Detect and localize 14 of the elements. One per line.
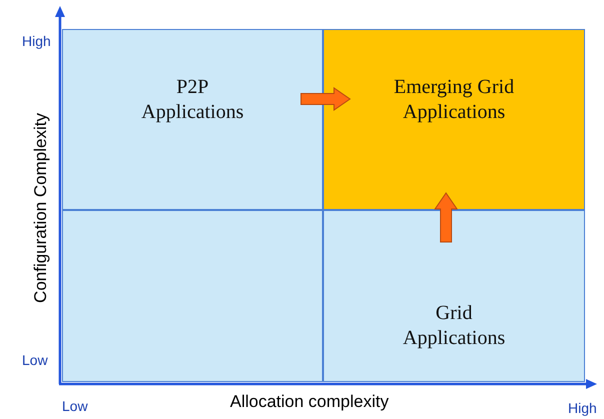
axis-title: Allocation complexity (230, 392, 389, 412)
axis-title: Configuration Complexity (31, 113, 51, 303)
quadrant-box (62, 29, 323, 210)
quadrant-box (323, 29, 585, 210)
axis-tick-label: Low (22, 352, 48, 368)
quadrant-label: Grid Applications (402, 301, 506, 351)
quadrant-label: P2P Applications (140, 74, 245, 124)
block-arrow (300, 87, 351, 111)
axis-tick-label: Low (62, 398, 88, 414)
axis-tick-label: High (568, 400, 597, 416)
quadrant-label: Emerging Grid Applications (392, 74, 516, 124)
axis-tick-label: High (22, 33, 51, 49)
block-arrow (434, 192, 458, 242)
quadrant-box (323, 210, 585, 382)
